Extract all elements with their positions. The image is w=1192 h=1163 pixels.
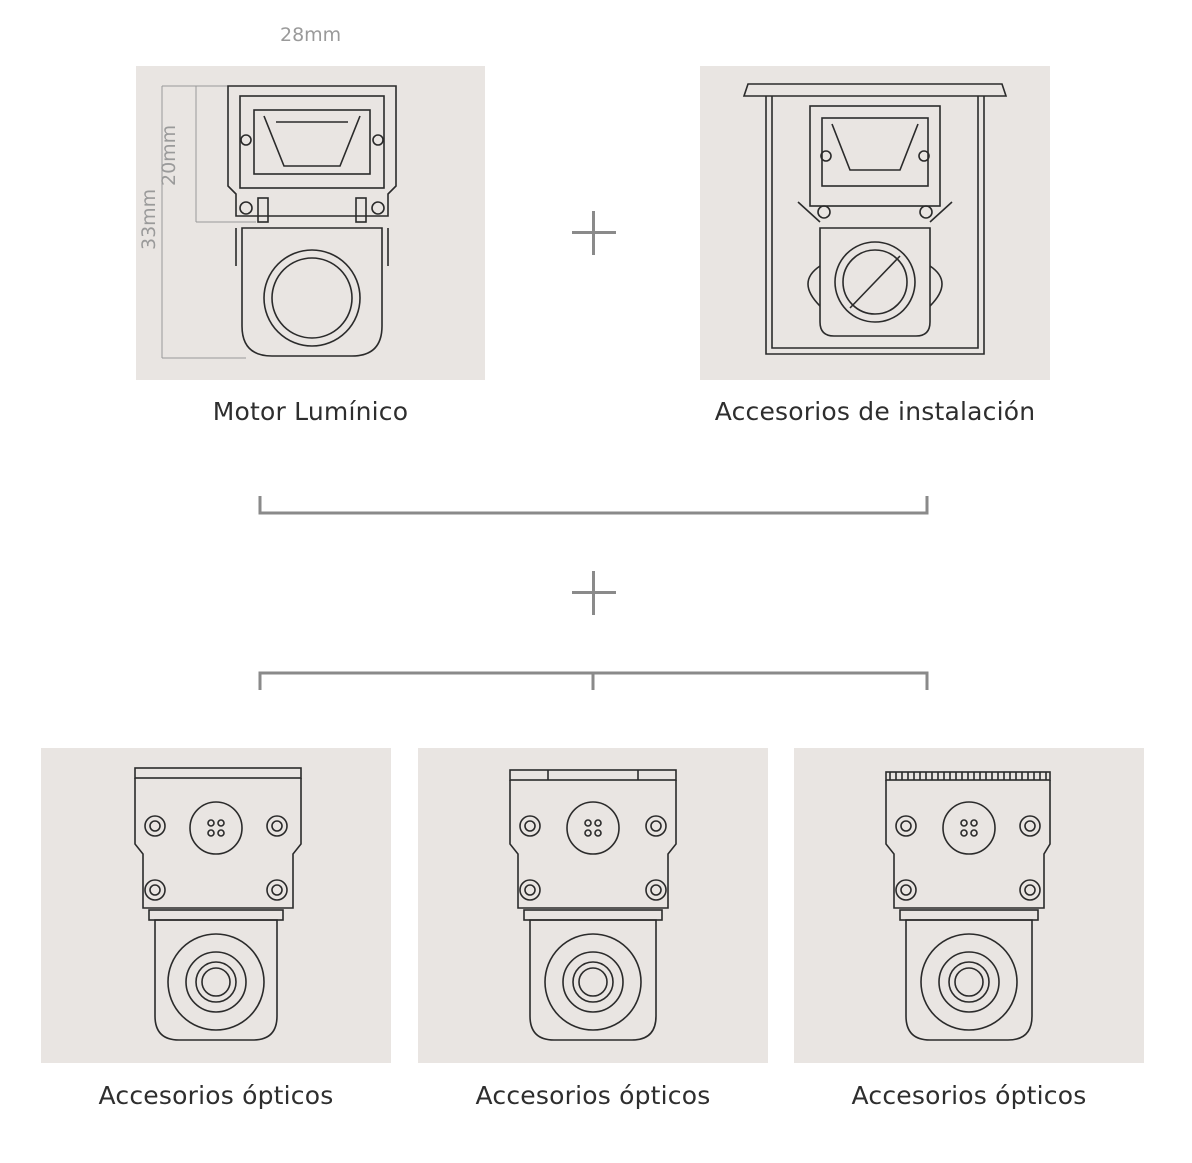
motor-luminico-drawing xyxy=(161,85,397,359)
optics-panel-1 xyxy=(41,748,391,1063)
optics-drawing-1 xyxy=(134,767,302,1041)
optics-caption-1: Accesorios ópticos xyxy=(98,1081,334,1110)
width-dimension-label: 28mm xyxy=(280,24,342,46)
motor-luminico-panel xyxy=(136,66,485,380)
optics-caption-2: Accesorios ópticos xyxy=(475,1081,711,1110)
optics-drawing-2 xyxy=(509,769,677,1041)
optics-panel-3 xyxy=(794,748,1144,1063)
plus-icon xyxy=(572,211,616,255)
optics-panel-2 xyxy=(418,748,768,1063)
total-dimension-label: 33mm xyxy=(138,188,160,250)
installation-accessories-caption: Accesorios de instalación xyxy=(714,397,1036,426)
plus-icon xyxy=(572,571,616,615)
installation-accessories-drawing xyxy=(742,83,1008,355)
motor-luminico-caption: Motor Lumínico xyxy=(212,397,409,426)
height-dimension-label: 20mm xyxy=(158,124,180,186)
optics-drawing-3 xyxy=(885,771,1051,1041)
installation-accessories-panel xyxy=(700,66,1050,380)
optics-caption-3: Accesorios ópticos xyxy=(851,1081,1087,1110)
